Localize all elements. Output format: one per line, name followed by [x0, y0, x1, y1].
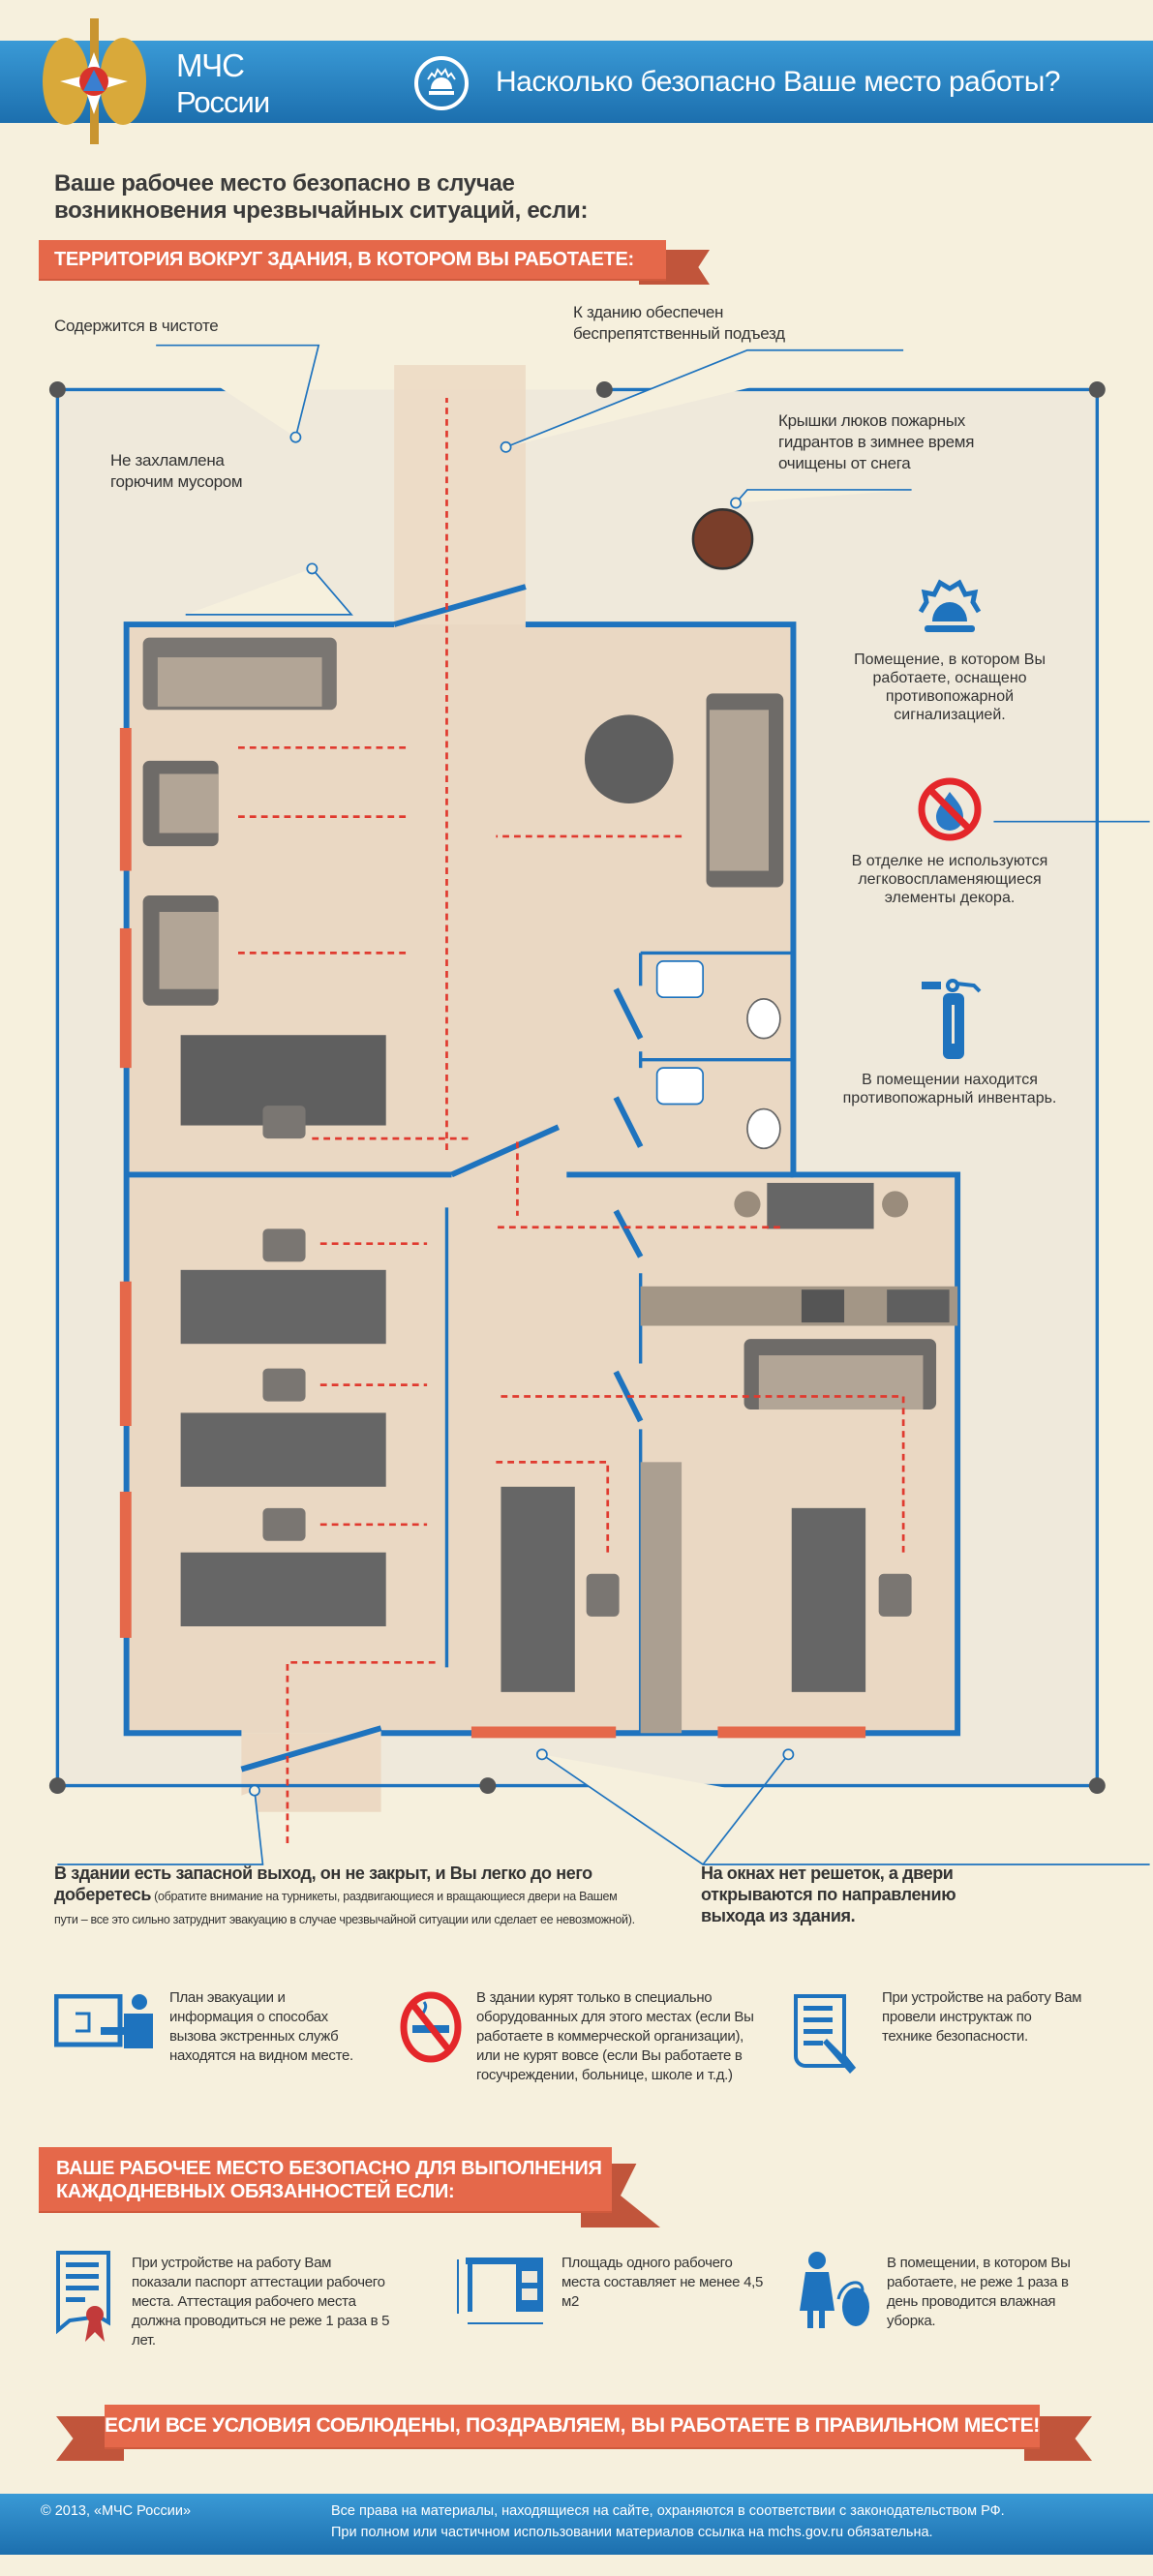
- ribbon2-line1: ВАШЕ РАБОЧЕЕ МЕСТО БЕЗОПАСНО ДЛЯ ВЫПОЛНЕ…: [56, 2158, 602, 2179]
- label-access-1: К зданию обеспечен: [573, 303, 724, 321]
- footer-rights-2: При полном или частичном использовании м…: [331, 2525, 933, 2540]
- row2-text-area: Площадь одного рабочего места составляет…: [561, 2255, 764, 2310]
- furniture: [142, 637, 958, 1734]
- alarm-light-icon: [918, 579, 982, 632]
- exit-note: В здании есть запасной выход, он не закр…: [54, 1863, 635, 1930]
- label-access-2: беспрепятственный подъезд: [573, 324, 785, 343]
- intro-line2: возникновения чрезвычайных ситуаций, есл…: [54, 197, 589, 224]
- footer-copyright: © 2013, «МЧС России»: [41, 2503, 192, 2519]
- callout-lines: [57, 344, 1150, 1865]
- intro-line1: Ваше рабочее место безопасно в случае: [54, 170, 515, 197]
- mchs-emblem-logo: [43, 18, 146, 144]
- logo-line1: МЧС: [176, 47, 245, 83]
- exit-note-small: (обратите внимание на турникеты, раздвиг…: [54, 1890, 635, 1926]
- label-trash-2: горючим мусором: [110, 472, 243, 491]
- label-hydrant-2: гидрантов в зимнее время: [778, 433, 975, 451]
- header-band: [0, 41, 1153, 123]
- cleaner-icon: [800, 2252, 869, 2328]
- desk-area-icon: [457, 2258, 543, 2324]
- hydrant-cover: [691, 508, 754, 570]
- alarm-light-icon: [414, 56, 469, 110]
- side-text-alarm: Помещение, в котором Вы работаете, оснащ…: [854, 652, 1046, 723]
- row2-text-cleaning: В помещении, в котором Вы работаете, не …: [887, 2255, 1071, 2329]
- certificate-icon: [56, 2251, 110, 2342]
- no-fire-icon: [918, 777, 982, 841]
- no-smoking-icon: [400, 1991, 462, 2063]
- label-hydrant-1: Крышки люков пожарных: [778, 411, 965, 430]
- section-ribbon-territory: ТЕРРИТОРИЯ ВОКРУГ ЗДАНИЯ, В КОТОРОМ ВЫ Р…: [39, 240, 666, 279]
- label-hydrant-3: очищены от снега: [778, 454, 911, 472]
- windows: [119, 727, 866, 1739]
- fire-extinguisher-icon: [922, 979, 982, 1059]
- evacuation-routes: [238, 397, 905, 1843]
- exit-area: [241, 1733, 381, 1812]
- logo-line2: России: [176, 85, 270, 119]
- document-sign-icon: [794, 1994, 857, 2074]
- label-clean: Содержится в чистоте: [54, 317, 219, 335]
- driveway: [394, 365, 526, 628]
- emergency-exit-door: [240, 1725, 382, 1773]
- side-text-inventory: В помещении находится противопожарный ин…: [842, 1072, 1057, 1106]
- side-text-decor: В отделке не используются легковоспламен…: [851, 853, 1048, 906]
- windows-note: На окнах нет решеток, а двери открываютс…: [701, 1864, 956, 1925]
- row1-text-briefing: При устройстве на работу Вам провели инс…: [882, 1989, 1082, 2045]
- exit-note-bold: В здании есть запасной выход, он не закр…: [54, 1864, 592, 1904]
- row1-text-plan: План эвакуации и информация о способах в…: [169, 1989, 353, 2064]
- row2-text-certification: При устройстве на работу Вам показали па…: [132, 2255, 390, 2349]
- row1-text-smoking: В здании курят только в специально обору…: [476, 1989, 754, 2083]
- walls: [123, 584, 961, 1773]
- section-ribbon-daily: ВАШЕ РАБОЧЕЕ МЕСТО БЕЗОПАСНО ДЛЯ ВЫПОЛНЕ…: [39, 2147, 612, 2211]
- footer: © 2013, «МЧС России» Все права на матери…: [0, 2494, 1153, 2555]
- page-title: Насколько безопасно Ваше место работы?: [496, 66, 1061, 98]
- footer-rights-1: Все права на материалы, находящиеся на с…: [331, 2503, 1005, 2519]
- ribbon2-line2: КАЖДОДНЕВНЫХ ОБЯЗАННОСТЕЙ ЕСЛИ:: [56, 2181, 455, 2202]
- final-ribbon: ЕСЛИ ВСЕ УСЛОВИЯ СОБЛЮДЕНЫ, ПОЗДРАВЛЯЕМ,…: [105, 2405, 1040, 2447]
- entrance-door: [393, 584, 527, 627]
- label-trash-1: Не захламлена: [110, 451, 225, 470]
- evacuation-plan-icon: [54, 1994, 153, 2048]
